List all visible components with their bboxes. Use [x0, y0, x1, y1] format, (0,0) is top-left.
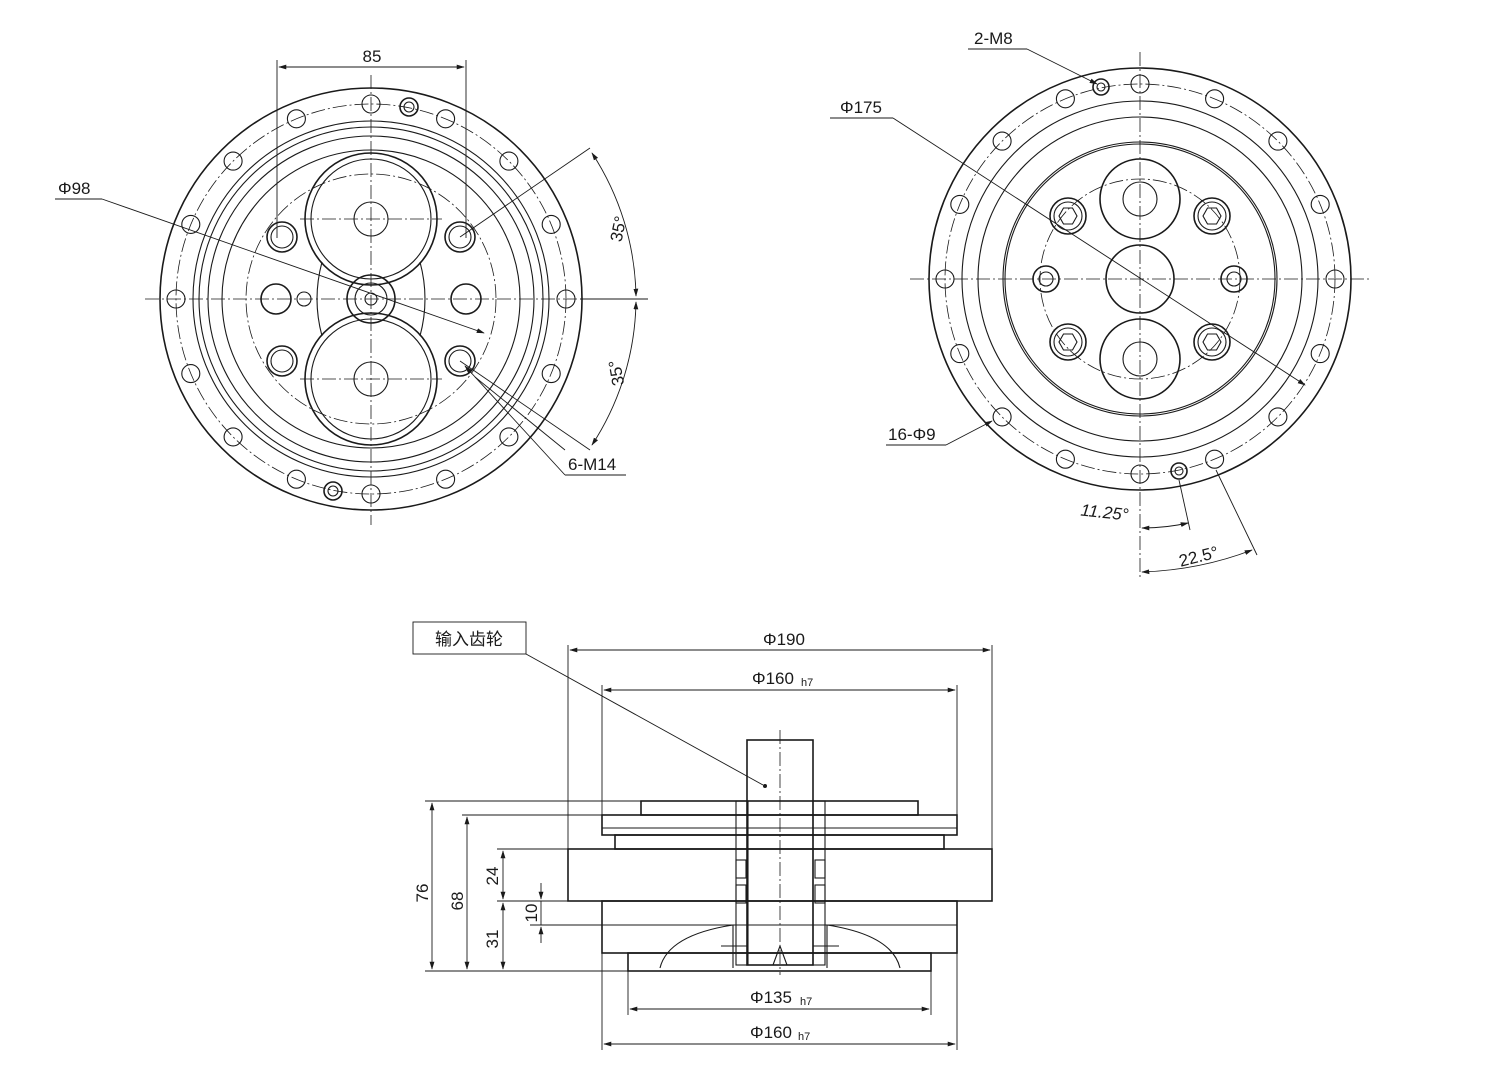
bolt-hole	[992, 131, 1012, 151]
bolt-hole	[950, 194, 970, 214]
side-dim-base: Φ160 h7	[601, 953, 958, 1050]
bolt-hole	[1268, 407, 1288, 427]
side-view: 输入齿轮 Φ190 Φ160 h7 Φ135 h7	[412, 621, 993, 1050]
rear-socket-head-screws	[1049, 197, 1231, 361]
bolt-hole	[541, 214, 561, 234]
side-dim-total-height: 76	[413, 884, 432, 903]
bolt-hole	[436, 469, 456, 489]
bolt-hole	[286, 469, 306, 489]
side-dim-height-68: 68	[448, 892, 467, 911]
side-dim-lower-spigot-tol: h7	[800, 996, 812, 1008]
bolt-hole	[556, 289, 576, 309]
bolt-hole	[436, 109, 456, 129]
front-angle-dimension: 35° 35°	[459, 147, 648, 451]
front-tapped-holes-leader: 6-M14	[464, 365, 626, 476]
bolt-hole	[1130, 464, 1150, 484]
rear-bolt-hole-pattern	[935, 74, 1345, 484]
rear-angle-large: 22.5°	[1177, 543, 1220, 571]
side-dim-outer: Φ190	[763, 630, 805, 649]
front-dim-width: 85	[363, 47, 382, 66]
side-dim-lower-spigot: Φ135 h7	[627, 971, 932, 1015]
side-dim-height-24: 24	[483, 867, 502, 886]
bolt-hole	[1130, 74, 1150, 94]
rear-flange-rings	[928, 67, 1352, 491]
bolt-hole	[223, 427, 243, 447]
bolt-hole	[950, 344, 970, 364]
bolt-hole	[1310, 344, 1330, 364]
side-dim-upper-spigot-tol: h7	[801, 677, 813, 689]
rear-tapped-leader: 2-M8	[968, 29, 1098, 85]
bolt-hole	[1205, 89, 1225, 109]
bolt-hole	[166, 289, 186, 309]
bolt-hole	[181, 214, 201, 234]
rear-tapped-label: 2-M8	[974, 29, 1013, 48]
bolt-hole	[286, 109, 306, 129]
bolt-hole	[1268, 131, 1288, 151]
front-dim-bore: Φ98	[58, 179, 90, 198]
rear-angle-small: 11.25°	[1080, 501, 1130, 525]
front-dimension-bore: Φ98	[55, 179, 485, 334]
bolt-hole	[499, 427, 519, 447]
front-bolt-hole-pattern	[166, 94, 576, 504]
front-view: 85 Φ98 35° 35° 6-M14	[55, 47, 648, 525]
rear-angle-dimensions: 11.25° 22.5°	[1080, 469, 1258, 575]
front-center-lines	[145, 75, 597, 525]
rear-center-features	[1032, 78, 1248, 480]
rear-view: 2-M8 Φ175 16-Φ9 11.25° 22.5°	[830, 29, 1370, 580]
side-callout-input-gear: 输入齿轮	[412, 621, 767, 788]
side-dim-height-31: 31	[483, 930, 502, 949]
side-dim-outer-190: Φ190	[567, 630, 993, 849]
front-dimension-85: 85	[276, 47, 467, 238]
bolt-hole	[1055, 449, 1075, 469]
bolt-hole	[223, 151, 243, 171]
rear-holes-label: 16-Φ9	[888, 425, 936, 444]
side-dim-base-tol: h7	[798, 1031, 810, 1043]
bolt-hole	[361, 484, 381, 504]
bolt-hole	[499, 151, 519, 171]
bolt-hole	[361, 94, 381, 114]
front-angle-lower: 35°	[605, 359, 628, 388]
side-body	[567, 730, 993, 975]
bolt-hole	[1055, 89, 1075, 109]
side-dim-upper-spigot-value: Φ160	[752, 669, 794, 688]
rear-dim-pcd: Φ175	[840, 98, 882, 117]
rear-holes-leader: 16-Φ9	[886, 420, 993, 446]
front-inner-holes	[260, 97, 482, 501]
bolt-hole	[1325, 269, 1345, 289]
bolt-hole	[992, 407, 1012, 427]
rear-center-lines	[910, 52, 1370, 580]
bolt-hole	[541, 364, 561, 384]
input-gear-label: 输入齿轮	[435, 630, 503, 649]
front-angle-upper: 35°	[607, 214, 631, 243]
front-gears	[300, 152, 442, 446]
bolt-hole	[1205, 449, 1225, 469]
front-tapped-holes-label: 6-M14	[568, 455, 616, 474]
side-dim-lower-spigot-value: Φ135	[750, 988, 792, 1007]
rear-pcd-dimension: Φ175	[830, 98, 1306, 386]
side-dim-upper-spigot: Φ160 h7	[601, 669, 958, 815]
bolt-hole	[935, 269, 955, 289]
bolt-hole	[181, 364, 201, 384]
bolt-hole	[1310, 194, 1330, 214]
side-vertical-dimensions: 76 68 24 31 10	[413, 800, 641, 972]
side-dim-height-10: 10	[522, 904, 541, 923]
side-dim-base-value: Φ160	[750, 1023, 792, 1042]
